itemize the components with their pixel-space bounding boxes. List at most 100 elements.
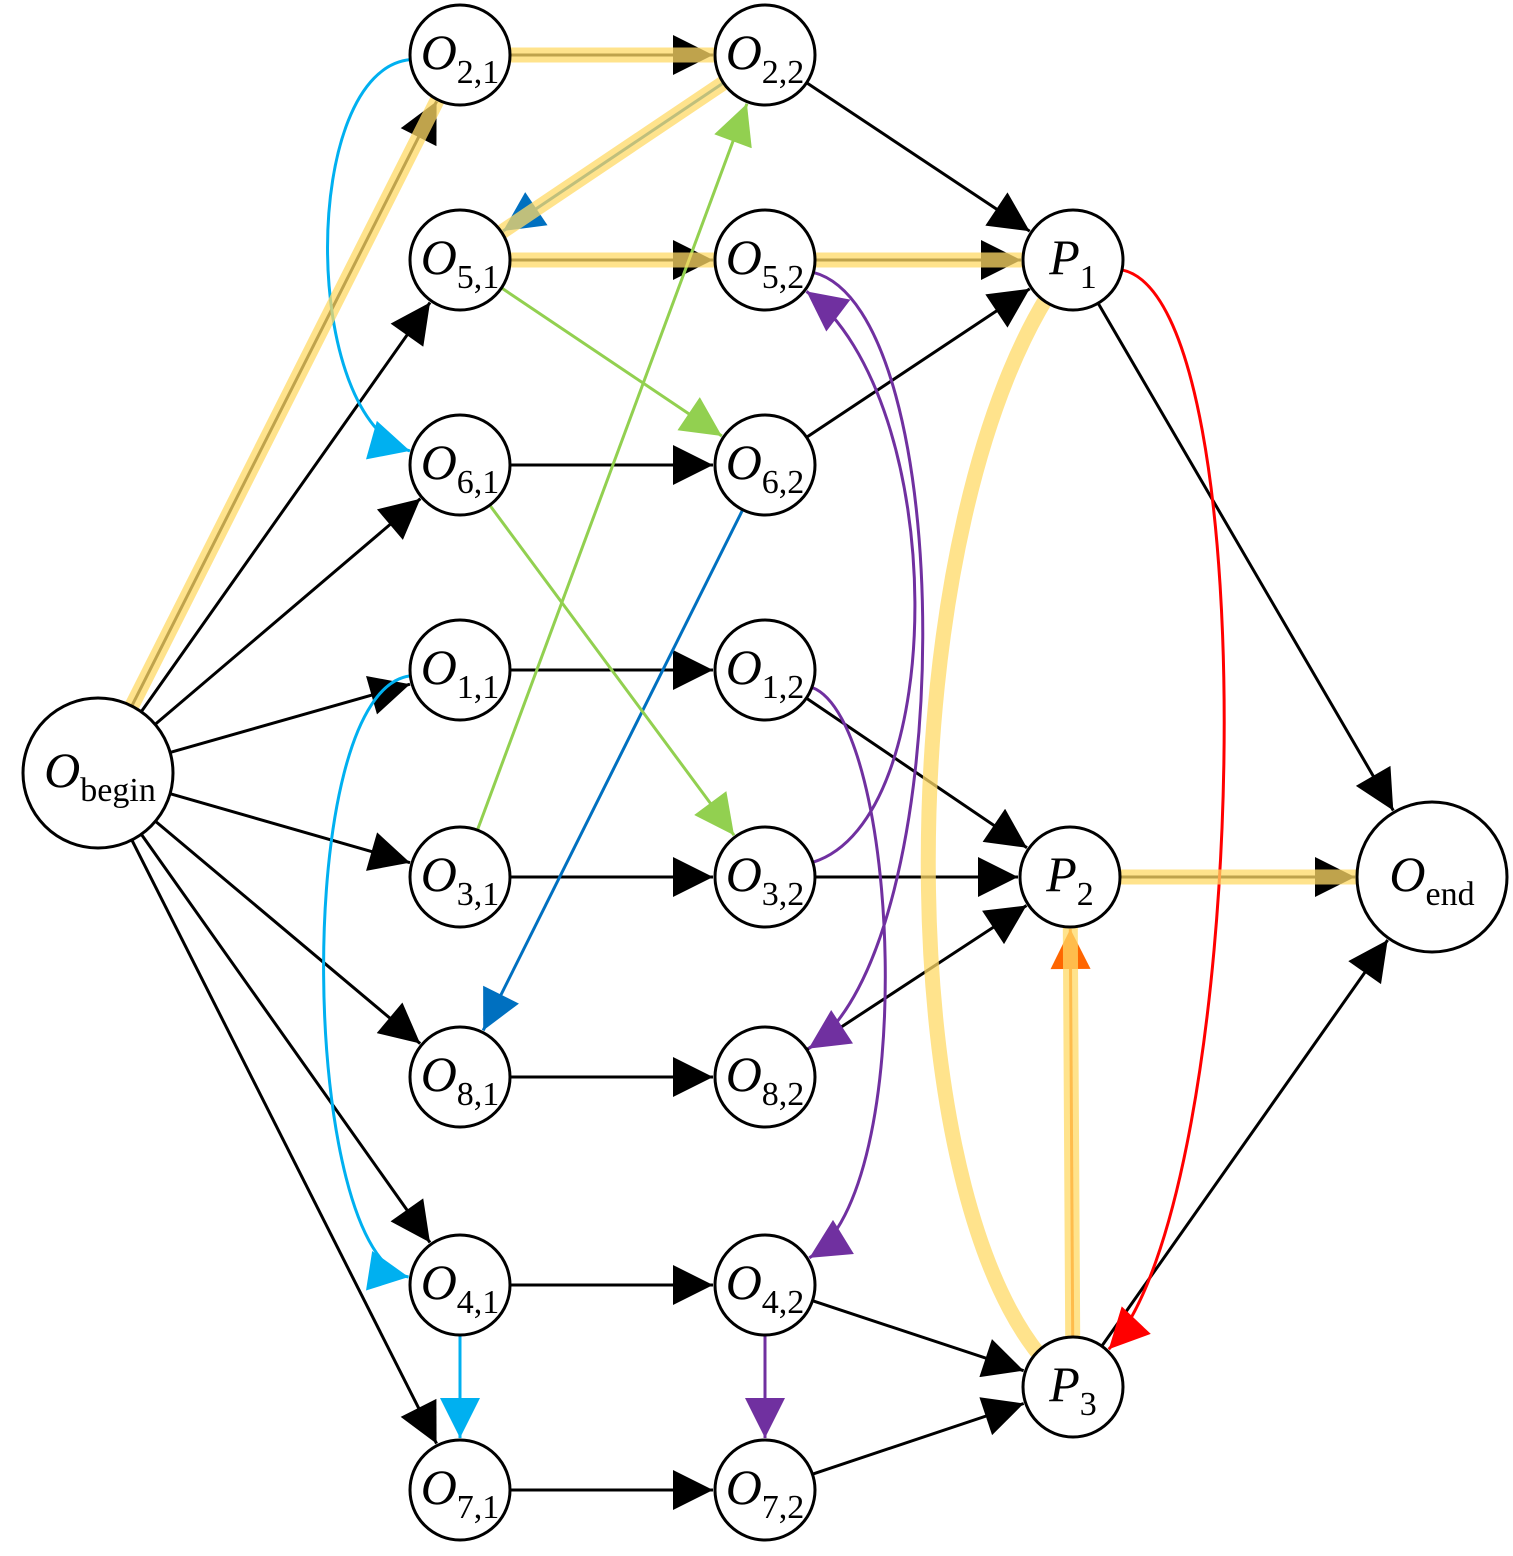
node-o42: O4,2 <box>713 1233 817 1337</box>
node-circle <box>713 1438 817 1542</box>
edge-begin-o11 <box>169 675 411 754</box>
node-label: O2,1 <box>421 24 500 91</box>
node-label-sub: 1,2 <box>762 669 805 706</box>
node-o52: O5,2 <box>713 208 817 312</box>
node-o81: O8,1 <box>408 1025 512 1129</box>
node-label-main: O <box>421 639 457 695</box>
node-label-sub: 5,1 <box>457 259 500 296</box>
edge-begin-o51 <box>140 301 432 713</box>
node-label-main: O <box>726 1459 762 1515</box>
node-circle <box>408 1233 512 1337</box>
node-label-main: O <box>421 229 457 285</box>
node-circle <box>408 1025 512 1129</box>
node-o82: O8,2 <box>713 1025 817 1129</box>
node-o71: O7,1 <box>408 1438 512 1542</box>
node-label-sub: 1 <box>1080 259 1097 296</box>
edge-o61-o32 <box>488 504 736 837</box>
node-label-main: O <box>726 24 762 80</box>
node-label: O1,2 <box>726 639 805 706</box>
node-end: Oend <box>1355 800 1509 954</box>
node-label-main: O <box>726 1254 762 1310</box>
node-label: O7,2 <box>726 1459 805 1526</box>
node-label-sub: begin <box>80 772 156 809</box>
node-label-main: P <box>1048 229 1080 285</box>
node-circle <box>713 1233 817 1337</box>
node-label-main: O <box>421 434 457 490</box>
edge-o22-p1 <box>805 81 1031 233</box>
edge-begin-o71 <box>130 839 438 1445</box>
edge-p3-end <box>1100 939 1389 1347</box>
node-circle <box>713 825 817 929</box>
node-label-sub: end <box>1426 876 1475 913</box>
node-circle <box>408 413 512 517</box>
node-label: P1 <box>1048 229 1097 296</box>
node-label-sub: 2,1 <box>457 54 500 91</box>
edge-o21-o61 <box>326 58 411 460</box>
edge-o31-o22 <box>475 103 752 831</box>
edge-o62-o81 <box>481 509 745 1032</box>
edge-o52-o82 <box>807 270 925 1050</box>
node-label-main: O <box>44 742 80 798</box>
edge-begin-o61 <box>154 497 422 726</box>
node-label: P3 <box>1048 1356 1097 1423</box>
node-label-sub: 4,2 <box>762 1284 805 1321</box>
node-label: O8,2 <box>726 1046 805 1113</box>
node-label-sub: 2,2 <box>762 54 805 91</box>
node-label-main: O <box>1389 846 1425 902</box>
node-label-sub: 2 <box>1077 876 1094 913</box>
node-label: O4,2 <box>726 1254 805 1321</box>
node-o72: O7,2 <box>713 1438 817 1542</box>
node-label-main: O <box>726 434 762 490</box>
node-circle <box>21 696 175 850</box>
node-label-sub: 6,2 <box>762 464 805 501</box>
node-label: O7,1 <box>421 1459 500 1526</box>
node-label-main: O <box>726 1046 762 1102</box>
node-label-main: O <box>421 1459 457 1515</box>
edge-begin-o41 <box>140 833 432 1244</box>
node-p3: P3 <box>1021 1335 1125 1439</box>
node-circle <box>713 413 817 517</box>
edge-o62-p1 <box>805 287 1031 439</box>
node-circle <box>1021 208 1125 312</box>
node-o11: O1,1 <box>408 618 512 722</box>
node-label-sub: 7,1 <box>457 1489 500 1526</box>
edge-begin-o81 <box>154 820 422 1045</box>
node-o21: O2,1 <box>408 3 512 107</box>
node-o22: O2,2 <box>713 3 817 107</box>
node-circle <box>713 1025 817 1129</box>
node-circle <box>713 618 817 722</box>
node-label-main: O <box>421 1254 457 1310</box>
node-label: O3,2 <box>726 846 805 913</box>
edge-o11-o41 <box>322 674 411 1291</box>
node-circle <box>1355 800 1509 954</box>
node-label-sub: 5,2 <box>762 259 805 296</box>
node-circle <box>408 1438 512 1542</box>
edge-p1-p3 <box>1107 268 1226 1351</box>
node-label: Obegin <box>44 742 156 809</box>
node-o12: O1,2 <box>713 618 817 722</box>
node-label-main: O <box>726 639 762 695</box>
node-circle <box>408 208 512 312</box>
node-o51: O5,1 <box>408 208 512 312</box>
node-label-main: O <box>421 24 457 80</box>
node-p1: P1 <box>1021 208 1125 312</box>
node-label-sub: 1,1 <box>457 669 500 706</box>
edge-o12-o42 <box>808 685 887 1260</box>
node-begin: Obegin <box>21 696 175 850</box>
node-o62: O6,2 <box>713 413 817 517</box>
node-o61: O6,1 <box>408 413 512 517</box>
node-circle <box>713 208 817 312</box>
node-label-main: O <box>421 1046 457 1102</box>
edges-layer <box>130 35 1395 1510</box>
node-label-sub: 3 <box>1080 1386 1097 1423</box>
node-circle <box>408 618 512 722</box>
node-label: P2 <box>1045 846 1094 913</box>
node-label-sub: 6,1 <box>457 464 500 501</box>
node-label-main: O <box>726 846 762 902</box>
node-circle <box>1021 1335 1125 1439</box>
node-label-main: O <box>421 846 457 902</box>
node-label: O1,1 <box>421 639 500 706</box>
node-label: O5,2 <box>726 229 805 296</box>
